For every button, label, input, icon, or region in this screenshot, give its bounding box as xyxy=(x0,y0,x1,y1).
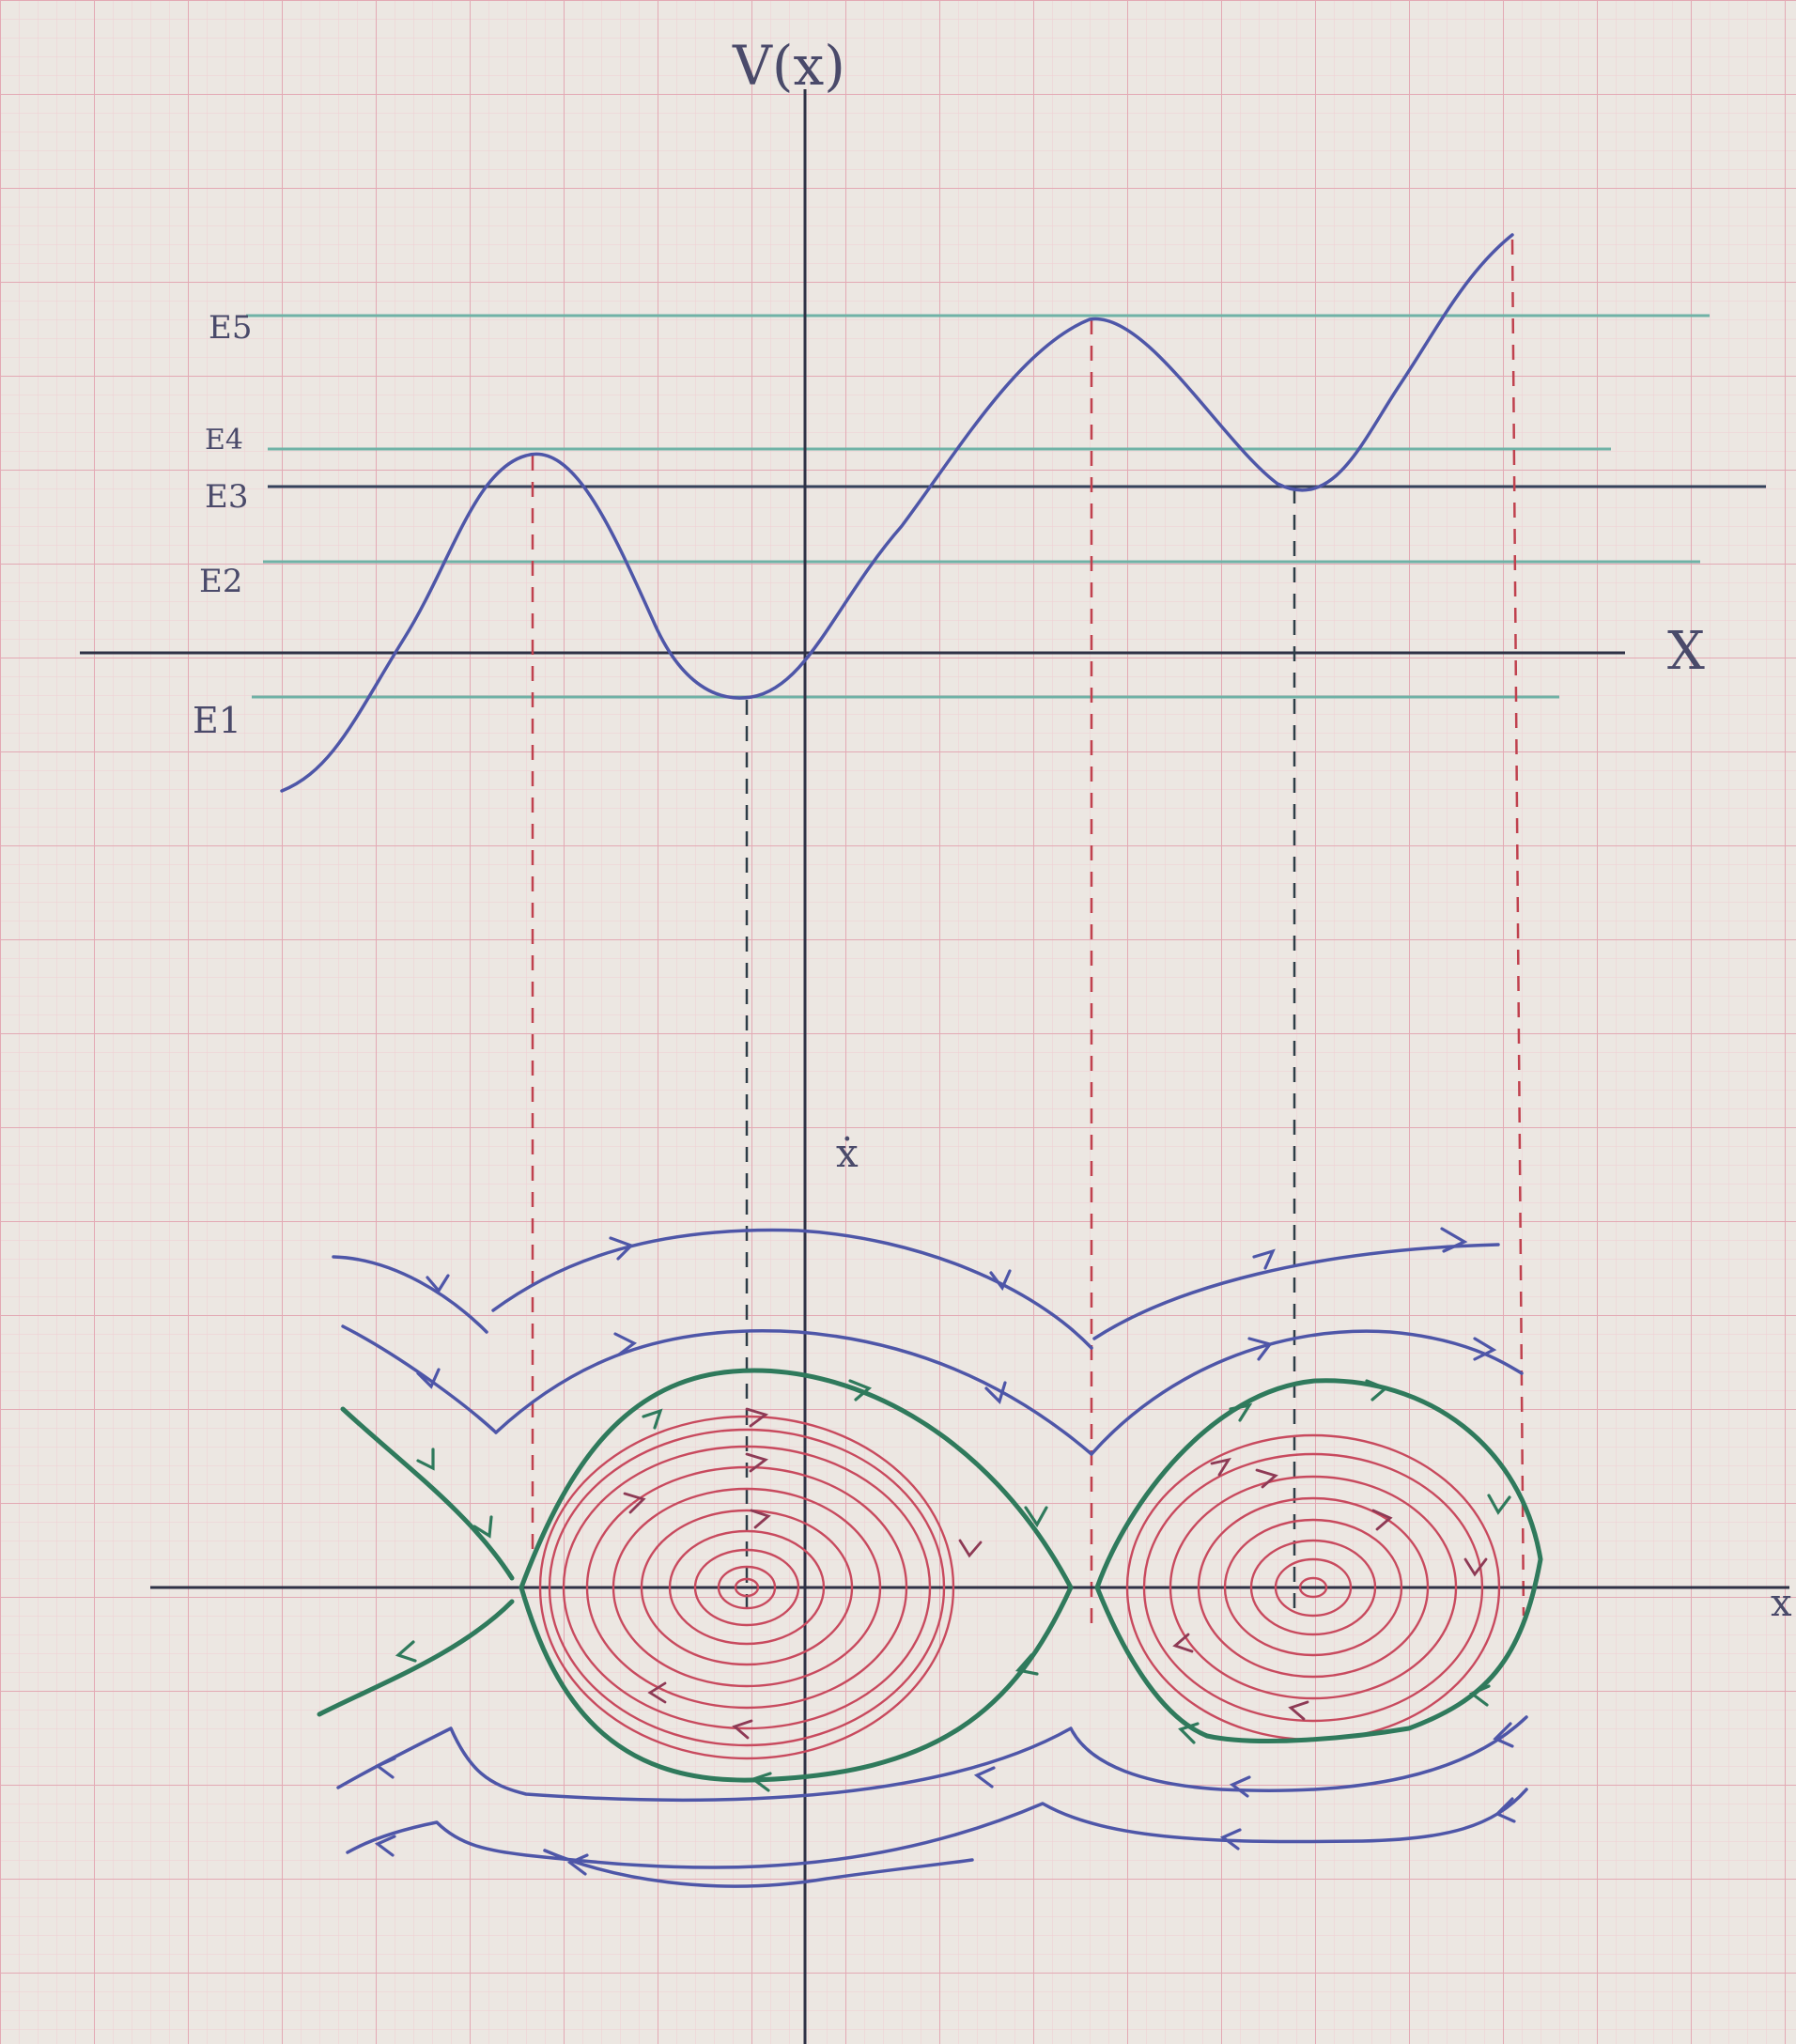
arrow-down-icon xyxy=(1463,1557,1488,1577)
lower-trajectory-1 xyxy=(336,1715,1528,1803)
right-closed-orbits xyxy=(1125,1433,1501,1742)
energy-label-e3: E3 xyxy=(205,478,248,516)
phase-horizontal-label: x xyxy=(1771,1582,1792,1625)
upper-trajectory-4 xyxy=(341,1324,498,1434)
arrow-right-icon xyxy=(1473,1337,1497,1361)
guide-right-end xyxy=(1510,239,1525,1617)
left-orbit xyxy=(548,1428,946,1747)
lower-trajectory-2 xyxy=(346,1788,1528,1869)
phase-vertical-label: ẋ xyxy=(836,1130,859,1176)
arrow-down-icon xyxy=(958,1539,983,1558)
x-axis-label: X xyxy=(1667,621,1705,682)
arrow-right-icon xyxy=(1371,1509,1393,1531)
arrow-right-icon xyxy=(1252,1248,1276,1270)
arrow-left-icon xyxy=(374,1757,396,1779)
arrow-left-icon xyxy=(647,1681,667,1704)
extremum-guides xyxy=(531,239,1525,1625)
left-orbit xyxy=(717,1565,777,1610)
arrow-left-icon xyxy=(1219,1828,1242,1850)
upper-trajectory-5 xyxy=(494,1329,1093,1456)
arrow-right-icon xyxy=(750,1509,771,1529)
right-orbit xyxy=(1223,1518,1403,1657)
energy-label-e5: E5 xyxy=(209,309,252,347)
arrow-left-icon xyxy=(374,1835,396,1857)
arrow-down-icon xyxy=(416,1448,435,1471)
right-center-point xyxy=(1298,1576,1328,1599)
energy-levels xyxy=(246,314,1766,699)
right-orbit xyxy=(1197,1496,1430,1679)
arrow-right-icon xyxy=(1210,1457,1231,1477)
upper-trajectory-2 xyxy=(491,1228,1093,1350)
open-trajectories xyxy=(332,1228,1528,1888)
arrow-right-icon xyxy=(1365,1379,1389,1401)
potential-axis-label: V(x) xyxy=(732,34,845,98)
arrow-left-icon xyxy=(973,1766,996,1788)
arrow-right-icon xyxy=(745,1407,769,1428)
arrow-down-icon xyxy=(472,1515,493,1539)
upper-trajectory-3 xyxy=(1092,1243,1500,1340)
arrow-right-icon xyxy=(613,1332,638,1356)
arrow-right-icon xyxy=(623,1492,646,1514)
left-closed-orbits xyxy=(538,1415,955,1760)
arrow-left-icon xyxy=(1494,1797,1516,1823)
left-orbit xyxy=(668,1529,826,1646)
separatrix-outgoing-left xyxy=(317,1599,515,1717)
separatrix-curves xyxy=(317,1368,1543,1783)
arrow-right-icon xyxy=(848,1379,873,1401)
left-orbit xyxy=(562,1445,932,1730)
arrow-left-icon xyxy=(1172,1633,1194,1653)
right-orbit xyxy=(1249,1539,1377,1636)
arrow-down-icon xyxy=(984,1381,1007,1405)
left-orbit xyxy=(585,1465,908,1710)
arrow-down-icon xyxy=(1024,1506,1048,1528)
arrow-left-icon xyxy=(1014,1653,1039,1676)
arrow-right-icon xyxy=(1255,1468,1278,1489)
arrow-left-icon xyxy=(1468,1684,1491,1707)
left-orbit xyxy=(693,1548,800,1627)
separatrix-left-loop xyxy=(519,1368,1074,1783)
right-orbit xyxy=(1142,1452,1484,1723)
lower-trajectory-3 xyxy=(543,1849,974,1888)
arrow-right-icon xyxy=(745,1452,769,1473)
arrow-right-icon xyxy=(1440,1227,1468,1253)
separatrix-right-loop xyxy=(1094,1378,1543,1743)
potential-curve xyxy=(280,233,1514,793)
arrow-left-icon xyxy=(566,1853,589,1876)
energy-label-e1: E1 xyxy=(193,700,241,741)
upper-trajectory-1 xyxy=(332,1255,488,1334)
left-orbit xyxy=(640,1509,854,1666)
arrow-left-icon xyxy=(1178,1722,1200,1744)
arrow-down-icon xyxy=(1487,1494,1511,1515)
left-center-point xyxy=(734,1577,760,1598)
energy-label-e2: E2 xyxy=(199,563,242,600)
arrow-down-icon xyxy=(989,1269,1012,1292)
arrow-right-icon xyxy=(1229,1402,1253,1422)
right-orbit xyxy=(1169,1475,1458,1700)
arrow-right-icon xyxy=(609,1236,634,1261)
arrow-left-icon xyxy=(750,1772,772,1792)
arrow-down-icon xyxy=(416,1368,441,1389)
upper-trajectory-6 xyxy=(1090,1329,1524,1456)
flow-arrows xyxy=(374,1227,1516,1876)
arrow-left-icon xyxy=(732,1719,753,1740)
arrow-left-icon xyxy=(1229,1775,1251,1798)
arrow-right-icon xyxy=(1247,1337,1273,1361)
right-orbit xyxy=(1274,1557,1353,1618)
separatrix-incoming-left xyxy=(340,1406,515,1581)
left-orbit xyxy=(612,1487,882,1688)
arrow-left-icon xyxy=(1288,1700,1309,1721)
arrow-left-icon xyxy=(1493,1722,1514,1748)
energy-label-e4: E4 xyxy=(205,424,243,457)
arrow-down-icon xyxy=(426,1274,450,1293)
arrow-right-icon xyxy=(642,1408,663,1430)
left-orbit xyxy=(538,1415,955,1760)
arrow-left-icon xyxy=(395,1640,417,1663)
